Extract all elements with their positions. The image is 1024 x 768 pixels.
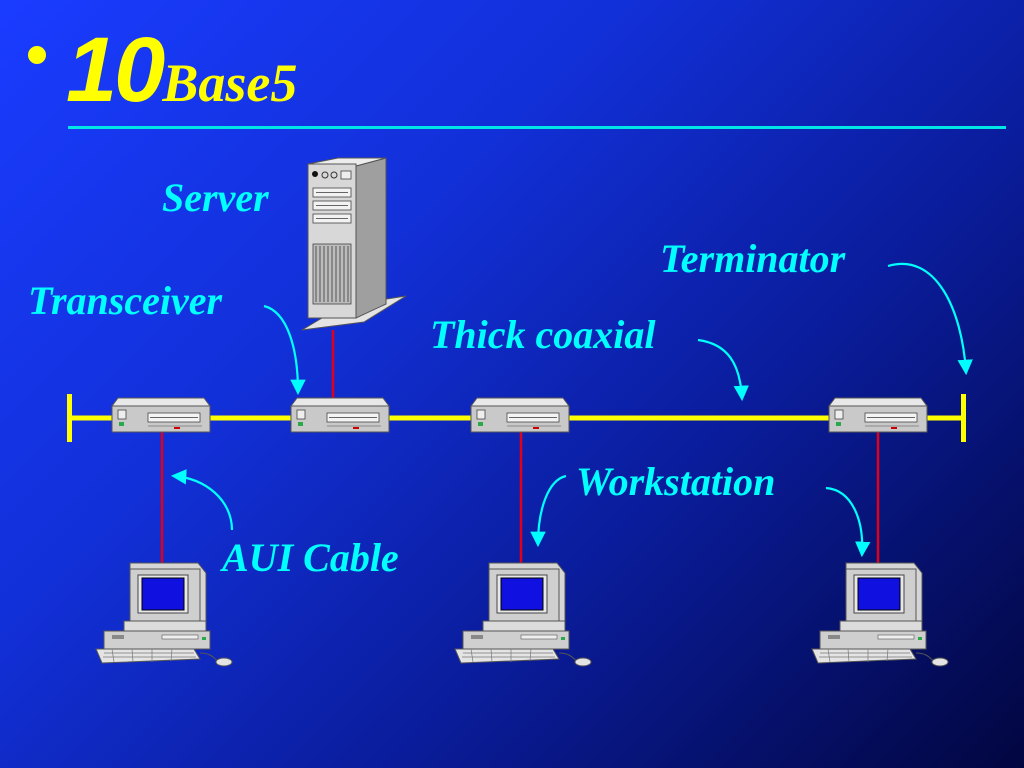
- terminator-label: Terminator: [660, 236, 846, 281]
- workstation-pc-icon-1: [95, 562, 233, 667]
- workstation-pc-icon-2: [454, 562, 592, 667]
- transceiver-callout-arrow: [263, 304, 306, 396]
- thick-coaxial-label: Thick coaxial: [430, 312, 656, 357]
- transceiver-icon-3: [470, 397, 570, 433]
- workstation-label: Workstation: [576, 459, 776, 504]
- slide-title: 10Base5: [66, 18, 297, 123]
- transceiver-label: Transceiver: [28, 278, 223, 323]
- terminator-left-icon: [67, 394, 72, 442]
- aui-cable-label: AUI Cable: [222, 535, 399, 580]
- terminator-right-icon: [961, 394, 966, 442]
- title-sub: Base5: [162, 53, 298, 113]
- aui-cable-callout-arrow: [170, 469, 234, 531]
- terminator-callout-arrow: [887, 262, 973, 376]
- workstation-callout-arrow-left: [530, 474, 567, 548]
- transceiver-icon-1: [111, 397, 211, 433]
- workstation-callout-arrow-right: [825, 486, 871, 558]
- workstation-pc-icon-3: [811, 562, 949, 667]
- transceiver-icon-2: [290, 397, 390, 433]
- title-bullet-icon: [28, 46, 46, 64]
- server-label: Server: [162, 175, 269, 220]
- transceiver-icon-4: [828, 397, 928, 433]
- server-tower-icon: [301, 157, 407, 331]
- thick-coaxial-callout-arrow: [697, 338, 749, 402]
- title-main: 10: [66, 19, 165, 121]
- title-rule: [68, 126, 1006, 129]
